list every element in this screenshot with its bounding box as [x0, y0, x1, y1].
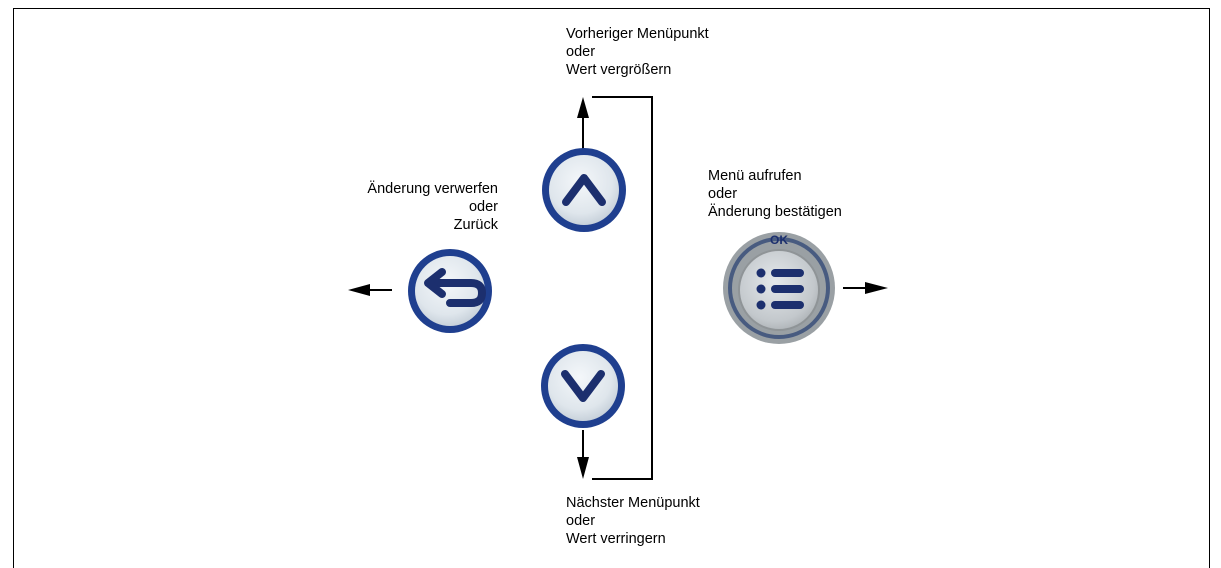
down-arrow [577, 430, 589, 479]
back-label-line-2: oder [468, 199, 498, 215]
down-label-line-1: Nächster Menüpunkt [566, 495, 700, 511]
return-arrow-icon [429, 279, 486, 307]
up-label-line-1: Vorheriger Menüpunkt [566, 26, 709, 42]
down-label-line-3: Wert verringern [566, 531, 666, 547]
ok-button-description: Menü aufrufen oder Änderung bestätigen [708, 167, 842, 221]
chevron-up-icon [562, 174, 606, 206]
ok-label-line-3: Änderung bestätigen [708, 204, 842, 220]
chevron-down-icon [561, 370, 605, 402]
back-label-line-3: Zurück [453, 217, 498, 233]
ok-text: OK [770, 233, 788, 247]
back-label-line-1: Änderung verwerfen [367, 181, 498, 197]
back-button[interactable] [408, 249, 492, 333]
up-label-line-2: oder [566, 44, 596, 60]
up-arrow [577, 97, 589, 150]
back-button-description: Änderung verwerfen oder Zurück [300, 180, 498, 234]
up-button-description: Vorheriger Menüpunkt oder Wert vergrößer… [566, 25, 709, 79]
diagram-frame [13, 8, 1210, 568]
back-arrow [348, 284, 392, 296]
ok-arrow [843, 282, 888, 294]
up-down-bracket [592, 96, 653, 480]
down-button-description: Nächster Menüpunkt oder Wert verringern [566, 494, 700, 548]
up-label-line-3: Wert vergrößern [566, 62, 672, 78]
ok-menu-button[interactable]: OK [723, 232, 835, 344]
ok-label-line-2: oder [708, 186, 738, 202]
menu-list-icon [756, 268, 804, 310]
up-button[interactable] [542, 148, 626, 232]
down-label-line-2: oder [566, 513, 596, 529]
down-button[interactable] [541, 344, 625, 428]
ok-label-line-1: Menü aufrufen [708, 168, 802, 184]
